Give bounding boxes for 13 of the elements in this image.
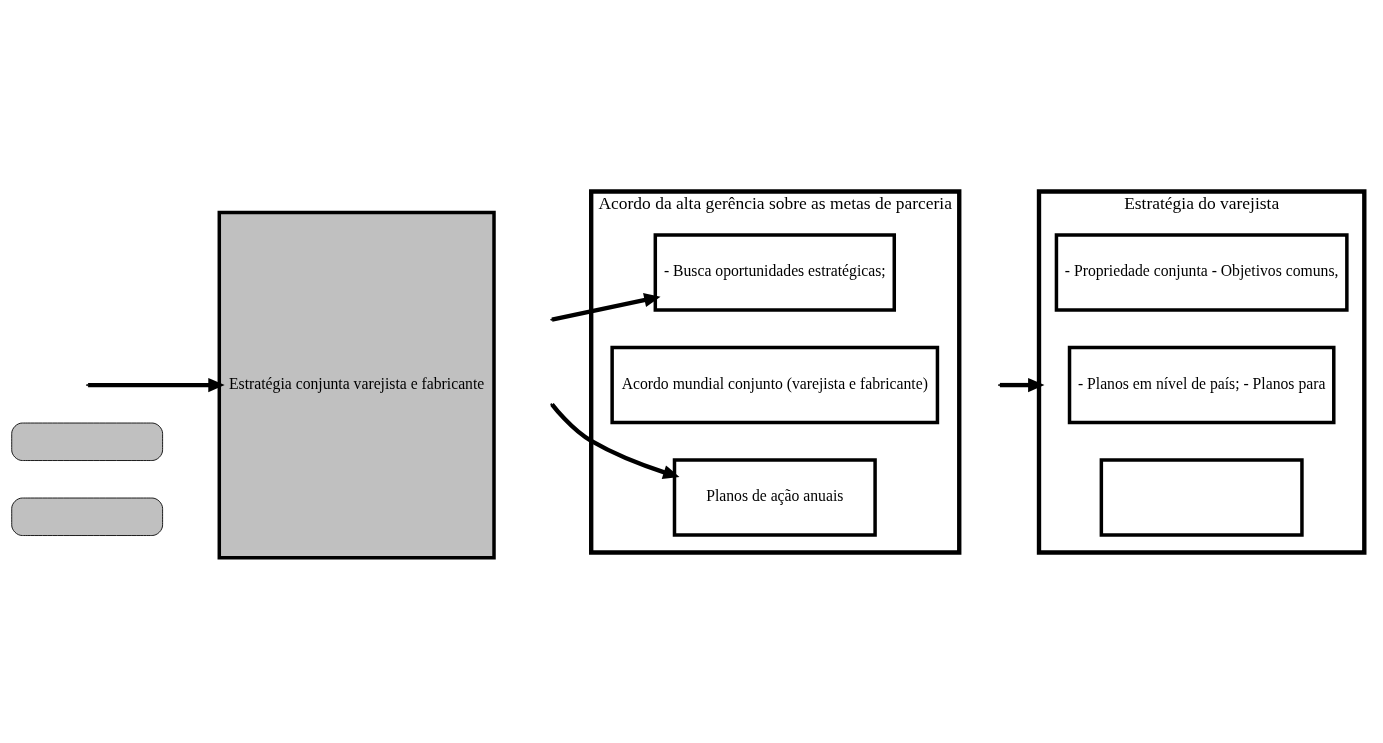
node-box (11, 422, 164, 461)
node-box: Acordo mundial conjunto (varejista e fabricante) (610, 345, 940, 424)
arrow (88, 377, 225, 392)
node-box: - Propriedade conjunta - Objetivos comuns, (1054, 232, 1349, 312)
node-box (1099, 457, 1304, 537)
node-box: Estratégia conjunta varejista e fabricante (217, 210, 496, 559)
node-box: Planos de ação anuais (672, 457, 877, 537)
arrow (999, 377, 1045, 392)
arrow (550, 402, 680, 479)
arrow (551, 292, 661, 322)
node-box (11, 497, 164, 536)
node-box: - Planos em nível de país; - Planos para (1067, 345, 1336, 424)
node-box: - Busca oportunidades estratégicas; (653, 232, 896, 312)
